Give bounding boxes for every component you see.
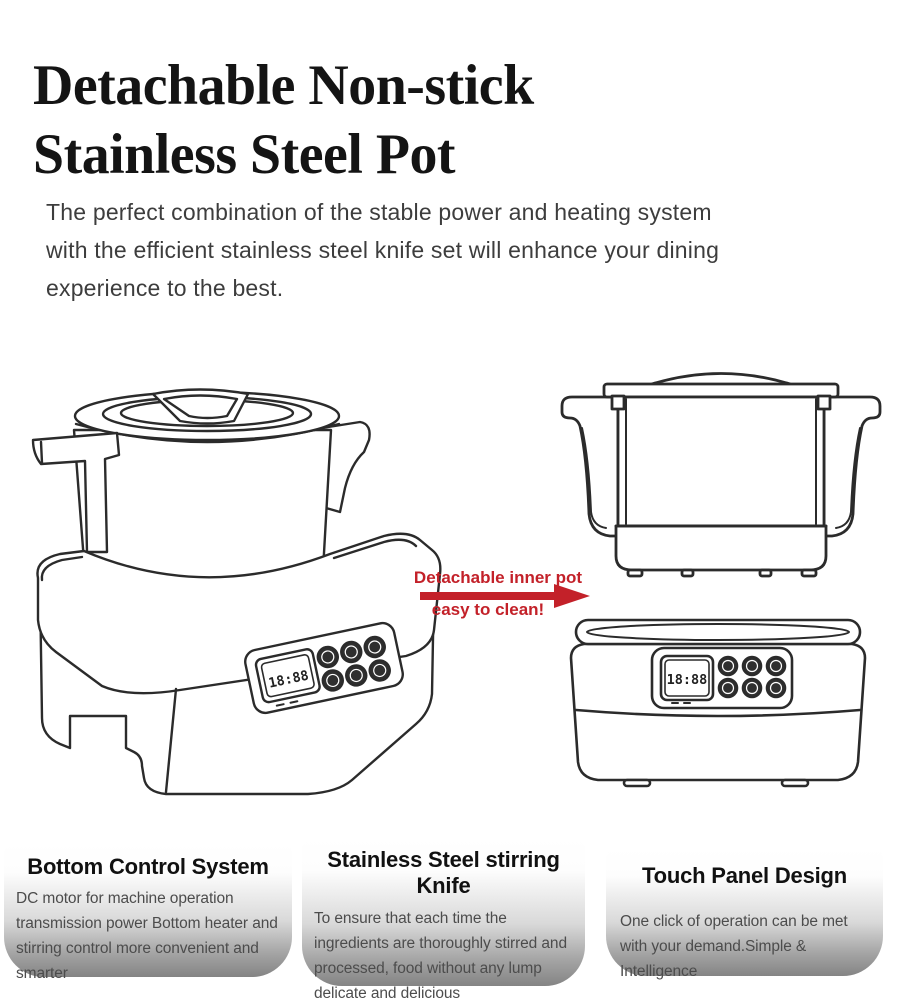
pot-foot — [626, 568, 644, 578]
display — [659, 654, 715, 702]
feature-card-bottom-control: Bottom Control System DC motor for machi… — [4, 843, 292, 982]
intro-line: with the efficient stainless steel knife… — [46, 237, 720, 263]
control-panel: 18:88 — [650, 646, 794, 710]
pot-left-handle — [560, 395, 620, 538]
page-title-line1: Detachable Non-stick — [33, 54, 534, 118]
feature-card-stirring-knife: Stainless Steel stirring Knife To ensure… — [302, 838, 585, 1002]
lid-latch — [816, 394, 832, 411]
pot-foot — [758, 568, 773, 578]
pot-foot — [680, 568, 695, 578]
intro-line: experience to the best. — [46, 275, 284, 301]
panel-buttons — [717, 655, 787, 699]
annotation-line2: easy to clean! — [431, 600, 545, 619]
annotation-detachable-pot: Detachable inner pot easy to clean! — [402, 565, 594, 619]
feature-title: Bottom Control System — [27, 854, 269, 879]
pot-right-handle — [822, 395, 882, 538]
feature-title: Touch Panel Design — [641, 863, 848, 888]
base-foot — [780, 778, 810, 788]
feature-body: DC motor for machine operation transmiss… — [16, 890, 278, 982]
base-unit-illustration: 18:88 — [568, 616, 868, 796]
panel-buttons — [316, 635, 391, 692]
pot-lid — [650, 372, 792, 386]
pot-foot — [800, 568, 818, 578]
base-foot — [622, 778, 652, 788]
display-digits: 18:88 — [667, 672, 708, 688]
pot-left-handle — [31, 431, 121, 554]
feature-body: One click of operation can be met with y… — [620, 913, 848, 980]
pot-base — [614, 524, 828, 572]
inner-pot-illustration — [556, 366, 886, 602]
feature-title: Stainless Steel stirring Knife — [327, 847, 560, 898]
page-title-line2: Stainless Steel Pot — [33, 123, 456, 187]
arrow-right-icon — [420, 584, 590, 608]
intro-line: The perfect combination of the stable po… — [46, 199, 712, 225]
machine-illustration: 18:88 — [8, 386, 444, 814]
pot-body — [616, 395, 826, 528]
annotation-line1: Detachable inner pot — [413, 568, 583, 587]
control-panel: 18:88 — [244, 621, 404, 715]
intro-paragraph: The perfect combination of the stable po… — [46, 193, 719, 307]
feature-body: To ensure that each time the ingredients… — [314, 910, 567, 1002]
lid-latch — [610, 394, 626, 411]
feature-card-touch-panel: Touch Panel Design One click of operatio… — [606, 848, 883, 980]
pot-right-handle — [320, 420, 371, 514]
page-title: Detachable Non-stick Stainless Steel Pot — [33, 52, 544, 190]
